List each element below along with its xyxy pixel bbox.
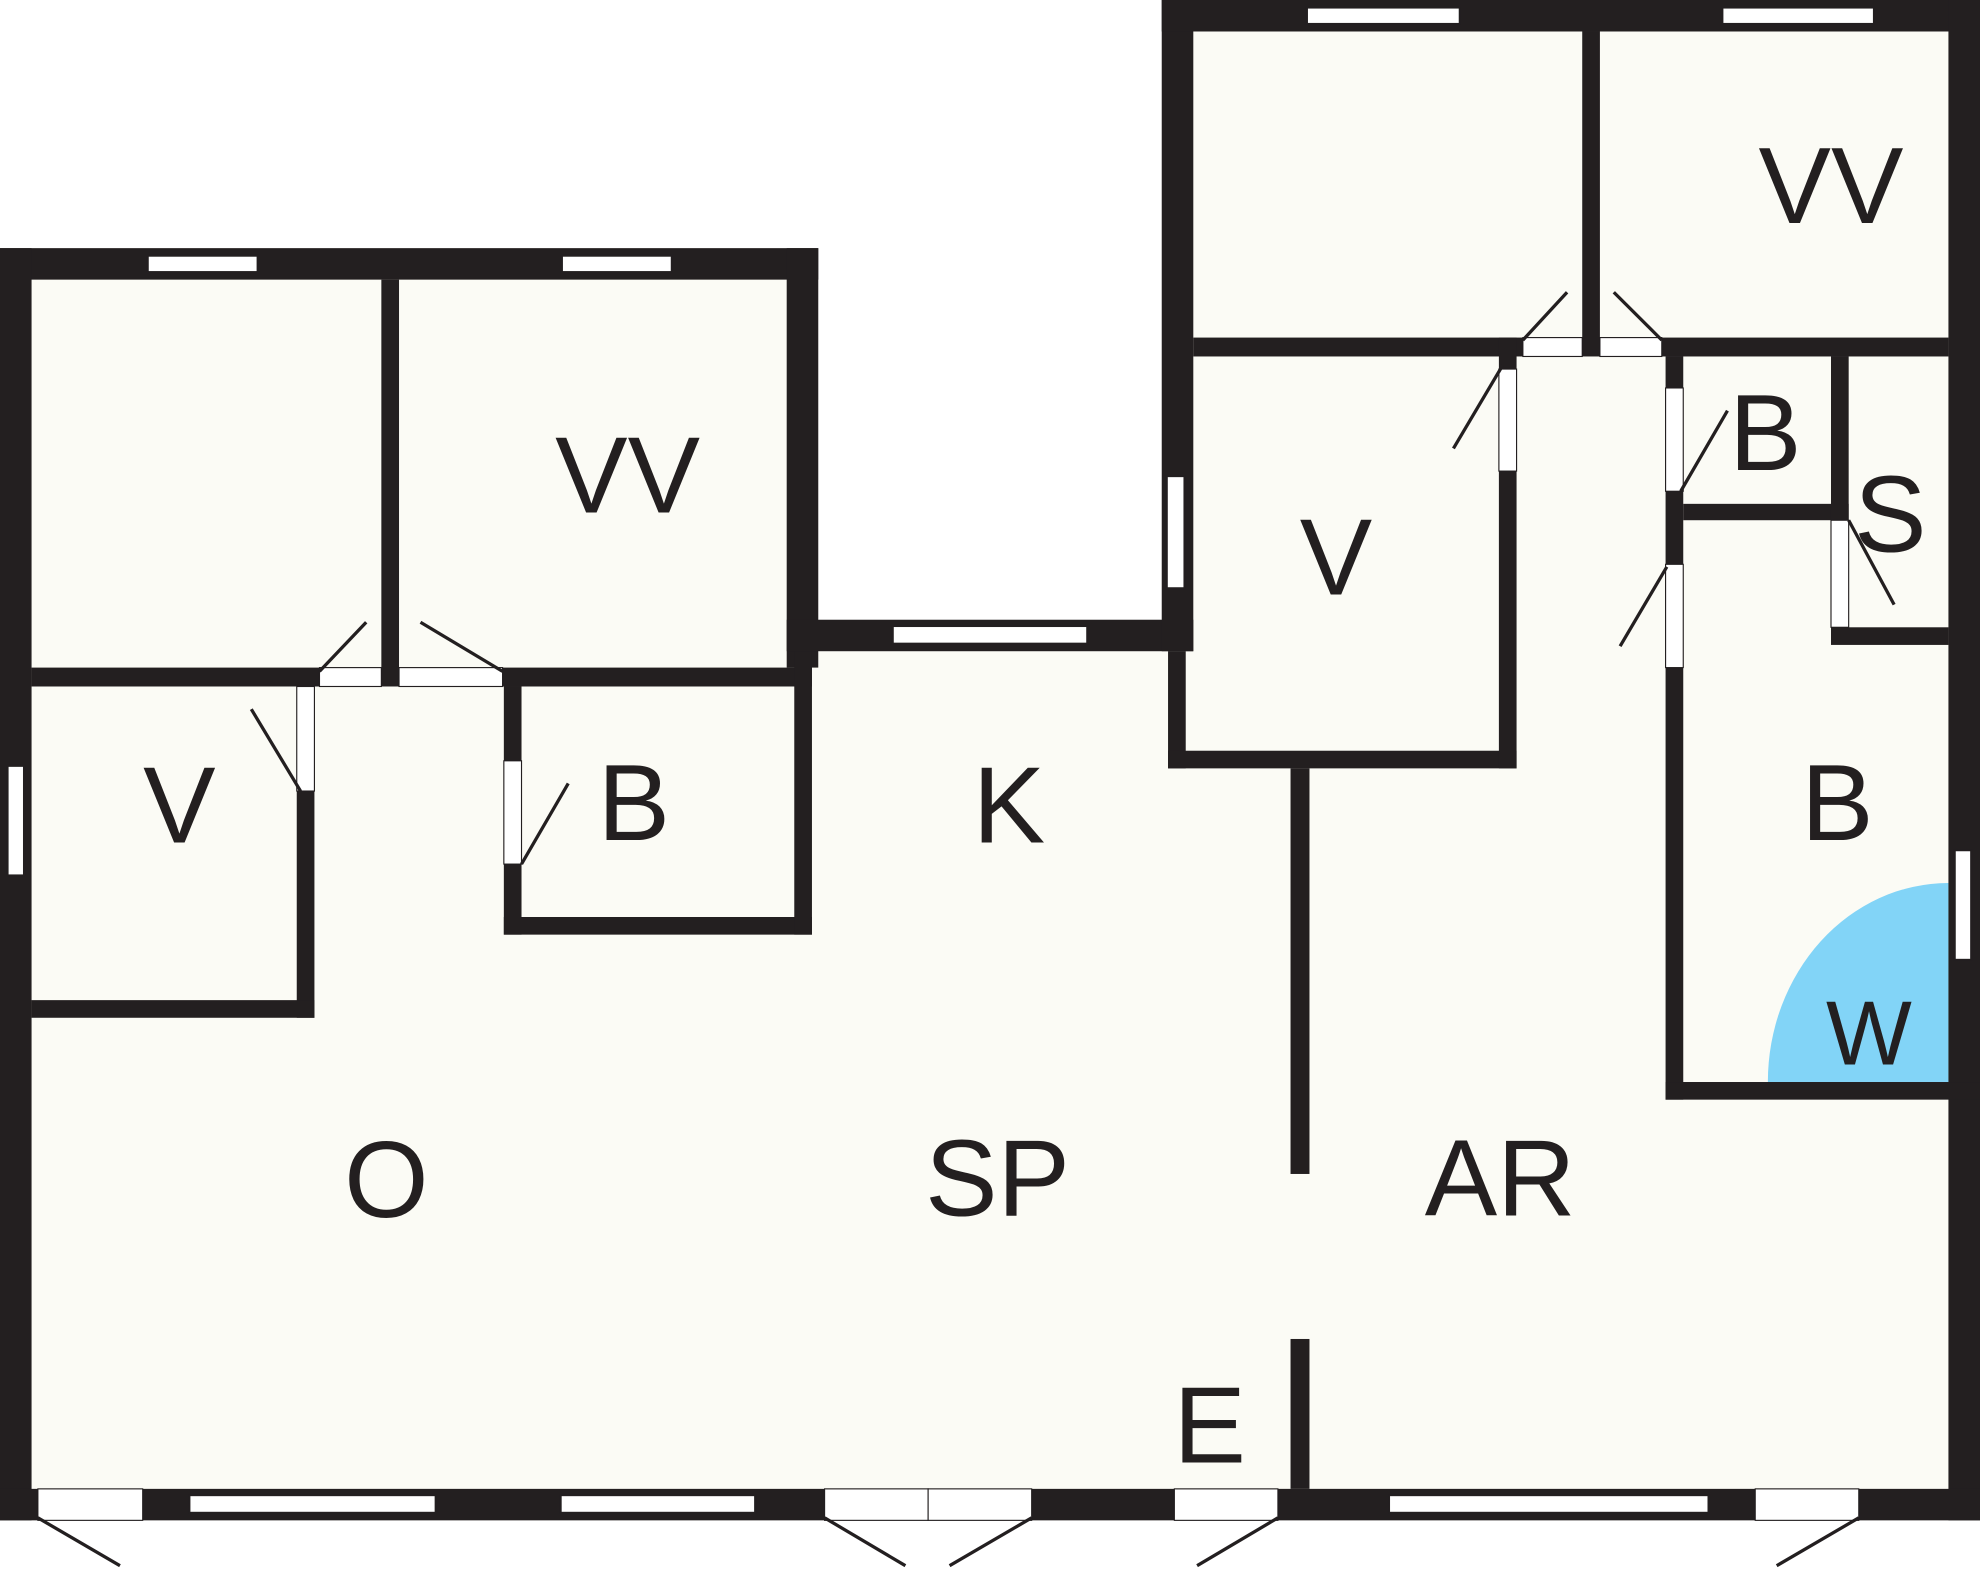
wall bbox=[381, 279, 400, 687]
room-label: B bbox=[598, 742, 670, 863]
window bbox=[1388, 1494, 1710, 1514]
wall bbox=[1665, 491, 1684, 565]
wet-area-zone bbox=[1767, 882, 1949, 1083]
wall bbox=[1290, 768, 1310, 1174]
wall bbox=[1948, 0, 1980, 1521]
window bbox=[1305, 6, 1461, 25]
doorway bbox=[1173, 1488, 1279, 1521]
door-swing-line bbox=[1618, 565, 1669, 648]
interior-walls-right bbox=[1168, 31, 1980, 1489]
room-label: SP bbox=[925, 1118, 1070, 1239]
floor-area bbox=[0, 0, 1980, 1520]
wall bbox=[1665, 1082, 1980, 1100]
room-label: V bbox=[1300, 497, 1372, 618]
doorway bbox=[824, 1488, 929, 1521]
window bbox=[1165, 475, 1186, 590]
door-swing-line bbox=[823, 1516, 907, 1568]
wall bbox=[1290, 1338, 1310, 1489]
doorway bbox=[1599, 337, 1663, 358]
doorways bbox=[37, 337, 1860, 1521]
window bbox=[560, 254, 673, 274]
wall bbox=[502, 667, 812, 687]
wall bbox=[1168, 651, 1186, 769]
doorway bbox=[296, 685, 315, 792]
wall bbox=[0, 248, 819, 280]
doorway bbox=[37, 1488, 144, 1521]
wall bbox=[1031, 1488, 1175, 1521]
wall bbox=[1582, 31, 1600, 357]
door-swing-line bbox=[1847, 519, 1896, 606]
room-label: K bbox=[973, 745, 1045, 866]
door-swing-line bbox=[520, 782, 570, 865]
room-label: E bbox=[1174, 1365, 1246, 1486]
room-label: VV bbox=[1759, 125, 1904, 246]
door-swing-line bbox=[1521, 291, 1569, 342]
wall bbox=[503, 686, 522, 761]
door-swing-line bbox=[318, 621, 368, 673]
wall bbox=[1858, 1488, 1980, 1521]
door-swing-line bbox=[1679, 409, 1729, 493]
doorway bbox=[927, 1488, 1033, 1521]
wall bbox=[1498, 337, 1517, 370]
doorway bbox=[1665, 387, 1684, 492]
doorway bbox=[318, 667, 382, 688]
door-swing-line bbox=[37, 1516, 121, 1568]
interior-walls-left bbox=[31, 279, 812, 1018]
door-swing-line bbox=[948, 1516, 1033, 1568]
door-swing-line bbox=[1612, 291, 1663, 342]
wall bbox=[1830, 627, 1949, 645]
room-label: B bbox=[1729, 372, 1801, 493]
room-label: B bbox=[1801, 742, 1873, 863]
door-swing-line bbox=[1775, 1516, 1860, 1568]
door-swing-line bbox=[419, 620, 504, 673]
window bbox=[6, 764, 26, 877]
wall bbox=[503, 917, 812, 935]
wall bbox=[0, 248, 32, 1521]
wall bbox=[1830, 356, 1849, 521]
wall bbox=[1193, 337, 1523, 357]
door-swing-line bbox=[249, 708, 302, 792]
wall bbox=[31, 667, 320, 687]
doorway bbox=[1754, 1488, 1860, 1521]
door-swings bbox=[37, 291, 1896, 1568]
wall bbox=[1683, 503, 1849, 521]
wall bbox=[31, 1000, 315, 1018]
wall bbox=[1665, 356, 1684, 388]
doorway bbox=[398, 667, 504, 688]
window bbox=[559, 1494, 757, 1514]
wet-area-label: W bbox=[1826, 983, 1912, 1084]
door-swing-line bbox=[1196, 1516, 1279, 1568]
room-label: O bbox=[344, 1119, 428, 1240]
window bbox=[1953, 849, 1973, 961]
doorway bbox=[1830, 519, 1850, 628]
window bbox=[1721, 6, 1875, 25]
windows bbox=[6, 6, 1973, 1514]
window bbox=[146, 254, 259, 274]
room-label: AR bbox=[1425, 1118, 1576, 1239]
door-swing-line bbox=[1452, 364, 1505, 450]
doorway bbox=[1522, 337, 1583, 358]
wall bbox=[296, 791, 315, 1018]
wall bbox=[0, 1488, 38, 1521]
wall bbox=[1168, 750, 1517, 769]
wall bbox=[1661, 337, 1949, 357]
room-labels: VV V B K O SP AR E V VV B S B W bbox=[143, 125, 1926, 1485]
window bbox=[891, 625, 1089, 645]
doorway bbox=[503, 760, 523, 865]
room-label: S bbox=[1854, 454, 1926, 575]
wall bbox=[794, 651, 812, 935]
room-label: V bbox=[143, 745, 215, 866]
wall bbox=[786, 248, 819, 668]
window bbox=[188, 1494, 437, 1514]
doorway bbox=[1665, 563, 1684, 669]
wall bbox=[1498, 471, 1517, 769]
doorway bbox=[1498, 368, 1518, 472]
wall bbox=[1665, 667, 1684, 1100]
room-label: VV bbox=[555, 415, 700, 536]
